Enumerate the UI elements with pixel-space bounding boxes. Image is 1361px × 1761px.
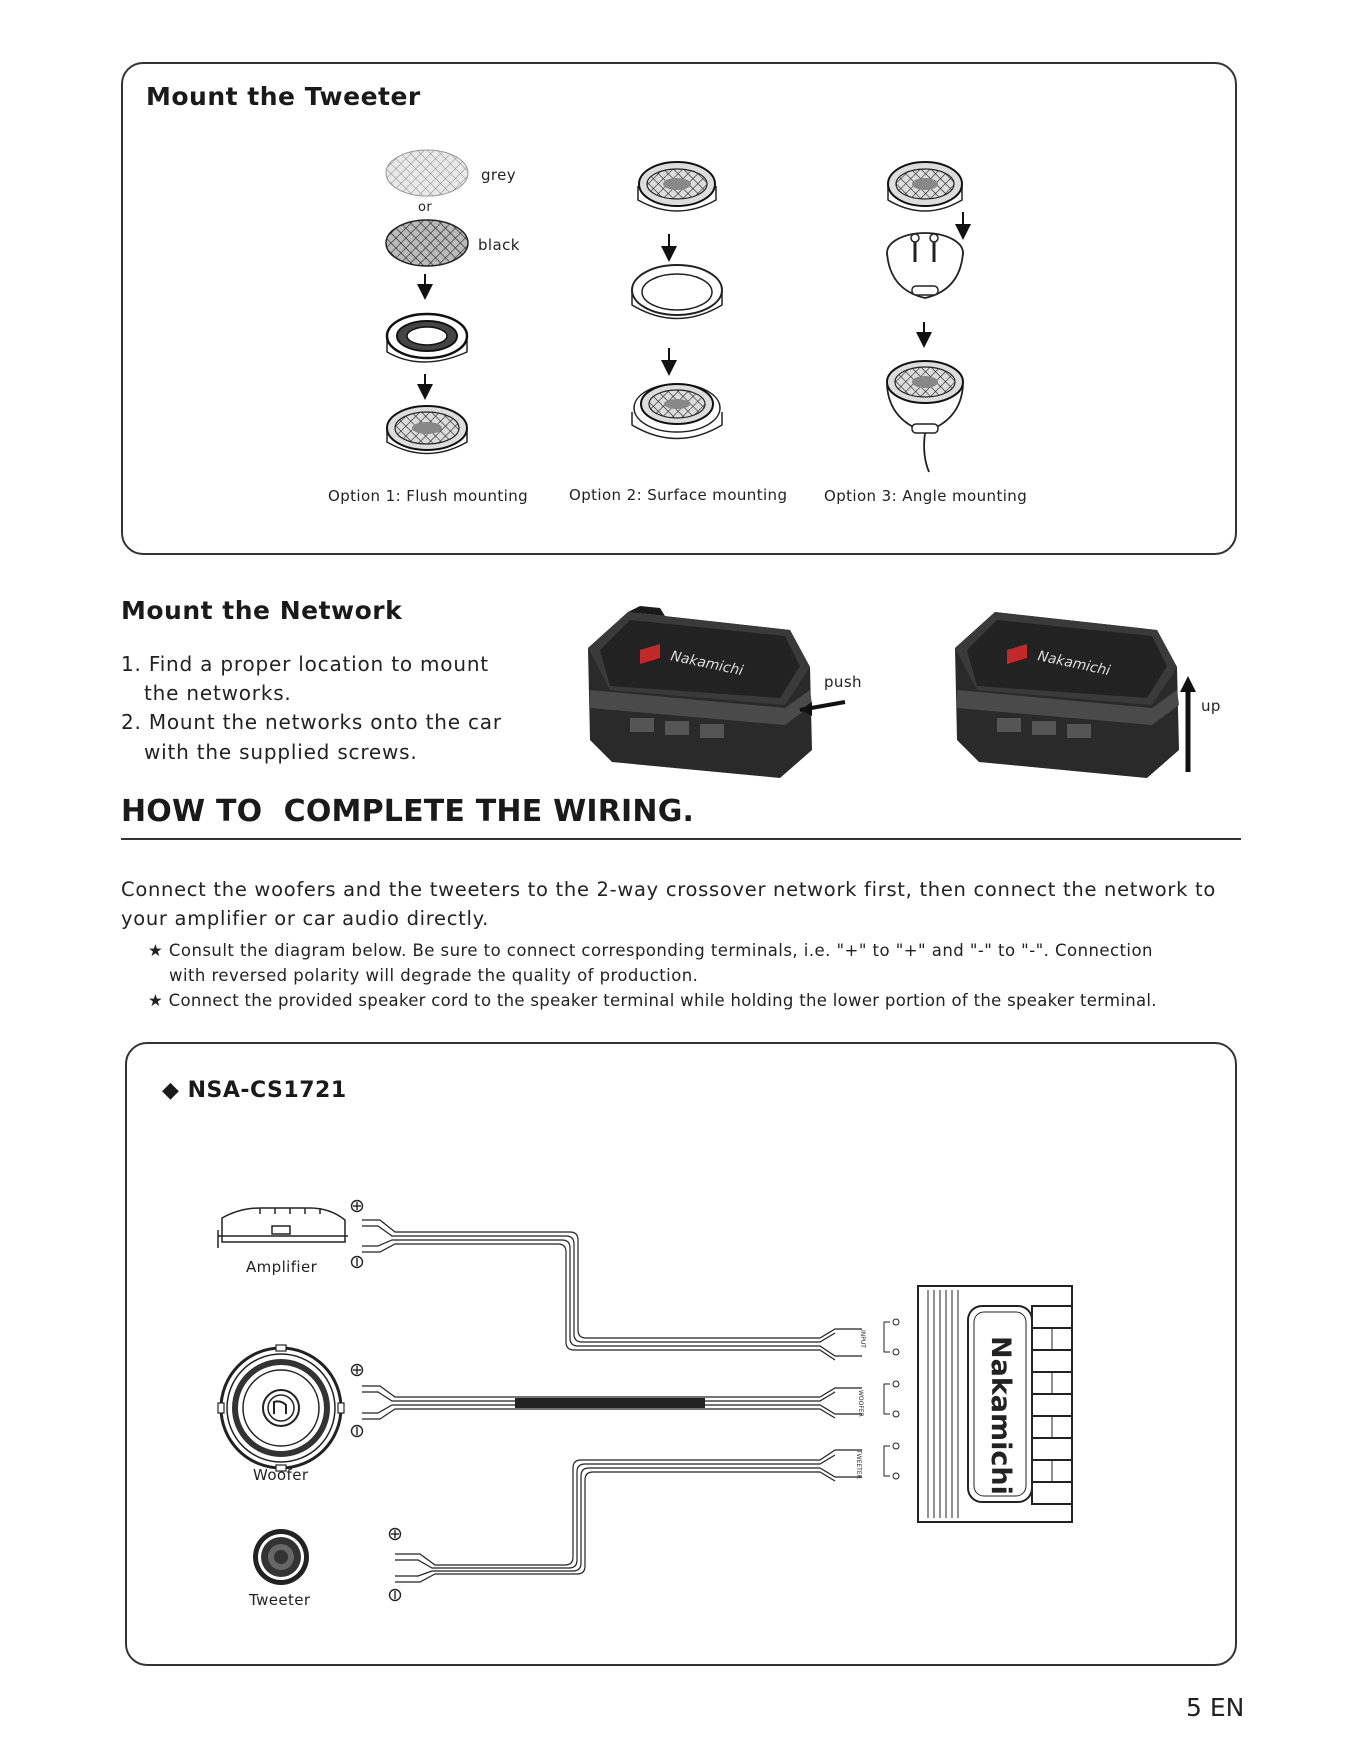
tweeter-section-title: Mount the Tweeter (146, 82, 421, 111)
terminal-label-input: INPUT (859, 1330, 866, 1348)
network-step-1-line-1: 1. Find a proper location to mount (121, 652, 489, 676)
option-2-label: Option 2: Surface mounting (569, 486, 788, 504)
flush-mounted-tweeter-icon (386, 405, 468, 455)
surface-tweeter-icon (637, 161, 717, 212)
network-box-up-icon: Nakamichi (955, 612, 1179, 778)
up-label: up (1201, 697, 1221, 715)
option-1-label: Option 1: Flush mounting (328, 487, 529, 505)
tweeter-mounting-illustration (385, 149, 971, 473)
surface-mounted-tweeter-icon (631, 383, 723, 440)
flush-frame-icon (385, 312, 469, 363)
wiring-diagram: INPUT WOOFER TWEETER Nakamichi (217, 1199, 1073, 1602)
grille-black-icon (385, 219, 469, 267)
wiring-intro-line-1: Connect the woofers and the tweeters to … (121, 878, 1217, 901)
amplifier-label: Amplifier (246, 1258, 318, 1276)
grille-label-or: or (418, 200, 433, 215)
network-section-title: Mount the Network (121, 596, 403, 625)
tweeter-section-box (121, 62, 1237, 555)
woofer-wire (362, 1385, 862, 1420)
wiring-heading-rule (121, 838, 1241, 840)
network-step-2-line-1: 2. Mount the networks onto the car (121, 710, 502, 734)
terminal-brackets (883, 1318, 900, 1480)
surface-ring-icon (631, 264, 723, 320)
grille-grey-icon (385, 149, 469, 197)
option-3-label: Option 3: Angle mounting (824, 487, 1028, 505)
wiring-note-2: ★ Connect the provided speaker cord to t… (148, 991, 1157, 1010)
wiring-heading: HOW TO COMPLETE THE WIRING. (121, 794, 695, 829)
angle-tweeter-icon (887, 161, 963, 212)
crossover-network-icon (917, 1285, 1073, 1523)
page-number: 5 EN (1186, 1693, 1245, 1722)
angle-cup-icon (886, 232, 964, 299)
tweeter-label: Tweeter (249, 1591, 311, 1609)
network-box-push-icon: Nakamichi (588, 606, 812, 778)
network-mounting-illustration: Nakamichi Nakamichi (588, 606, 1196, 778)
woofer-label: Woofer (253, 1466, 309, 1484)
terminal-label-woofer: WOOFER (857, 1390, 864, 1417)
grille-label-grey: grey (481, 166, 517, 184)
amplifier-icon (217, 1207, 348, 1248)
tweeter-wire (395, 1449, 862, 1583)
woofer-icon (217, 1344, 345, 1472)
push-label: push (824, 673, 862, 691)
wiring-note-1-line-1: ★ Consult the diagram below. Be sure to … (148, 941, 1153, 960)
grille-label-black: black (478, 236, 520, 254)
crossover-brand-logo: Nakamichi (985, 1336, 1016, 1495)
wiring-note-1-line-2: with reversed polarity will degrade the … (169, 966, 699, 985)
tweeter-icon (253, 1529, 309, 1585)
terminal-label-tweeter: TWEETER (855, 1449, 862, 1479)
amplifier-wire (362, 1219, 862, 1361)
wiring-diagram-box (125, 1042, 1237, 1666)
wiring-intro-line-2: your amplifier or car audio directly. (121, 907, 489, 930)
network-step-2-line-2: with the supplied screws. (144, 740, 418, 764)
network-step-1-line-2: the networks. (144, 681, 292, 705)
polarity-symbols (350, 1199, 402, 1602)
angle-mounted-tweeter-icon (886, 360, 964, 473)
diagram-model-title: ◆ NSA-CS1721 (162, 1078, 347, 1103)
